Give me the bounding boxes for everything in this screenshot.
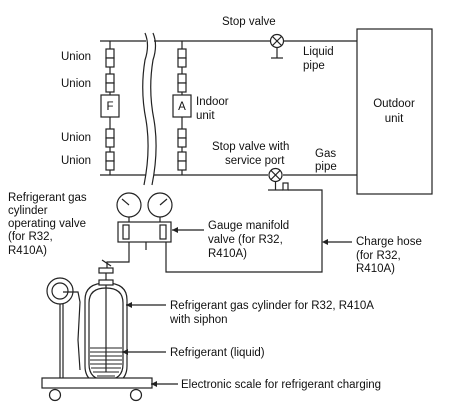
liquid-pipe-label: pipe [303,60,325,72]
scale-label: Electronic scale for refrigerant chargin… [181,379,381,391]
gauge-manifold-label: R410A) [208,248,247,260]
union-label: Union [61,132,91,144]
union-label: Union [61,51,91,63]
gas-pipe-label: Gas [315,148,336,160]
union-fitting [105,48,115,59]
scale-wheel [48,388,62,402]
gauge-manifold-label: valve (for R32, [208,234,283,246]
gauge-manifold-label: Gauge manifold [208,220,289,232]
charge-hose-label: (for R32, [356,250,401,262]
filter-box-label: F [106,101,113,113]
filter-box [100,94,120,118]
stop-valve-label: Stop valve [222,16,276,28]
cylinder-valve-icon [98,267,114,274]
cylinder-valve-label: cylinder [8,205,48,217]
gas-cylinder-label: with siphon [169,314,228,326]
stop-valve-service-label: service port [225,155,285,167]
manifold-body [117,221,172,243]
gas-pipe-label: pipe [315,161,337,173]
pipe-break-mark [142,32,149,186]
union-label: Union [61,78,91,90]
outdoor-unit-label: unit [385,113,404,125]
indoor-unit-label: unit [196,110,215,122]
outdoor-unit-label: Outdoor [373,98,415,110]
cylinder-valve-label: Refrigerant gas [8,192,87,204]
charge-hose-label: R410A) [356,263,395,275]
scale-dial-icon [46,277,74,305]
cylinder-valve-label: operating valve [8,218,86,230]
a-box [172,94,192,118]
refrigerant-liquid [90,347,122,377]
scale-platform [41,377,153,389]
gas-cylinder-label: Refrigerant gas cylinder for R32, R410A [170,300,374,312]
indoor-unit-label: Indoor [196,96,229,108]
stop-valve-service-label: Stop valve with [212,141,289,153]
union-label: Union [61,155,91,167]
cylinder-valve-label: R410A) [8,245,47,257]
refrigerant-liquid-label: Refrigerant (liquid) [170,347,265,359]
outdoor-unit-box [356,28,433,195]
charge-hose-label: Charge hose [356,236,422,248]
liquid-pipe-label: Liquid [303,46,334,58]
charge-hose [165,189,323,273]
a-box-label: A [178,101,186,113]
cylinder-valve-label: (for R32, [8,231,53,243]
